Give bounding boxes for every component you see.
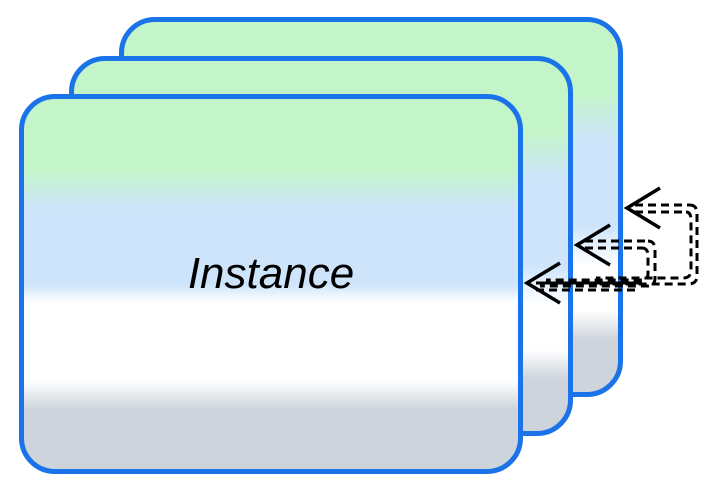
instance-card-front: Instance xyxy=(19,94,523,474)
instance-label: Instance xyxy=(187,249,355,298)
arrowhead-back xyxy=(623,186,661,230)
